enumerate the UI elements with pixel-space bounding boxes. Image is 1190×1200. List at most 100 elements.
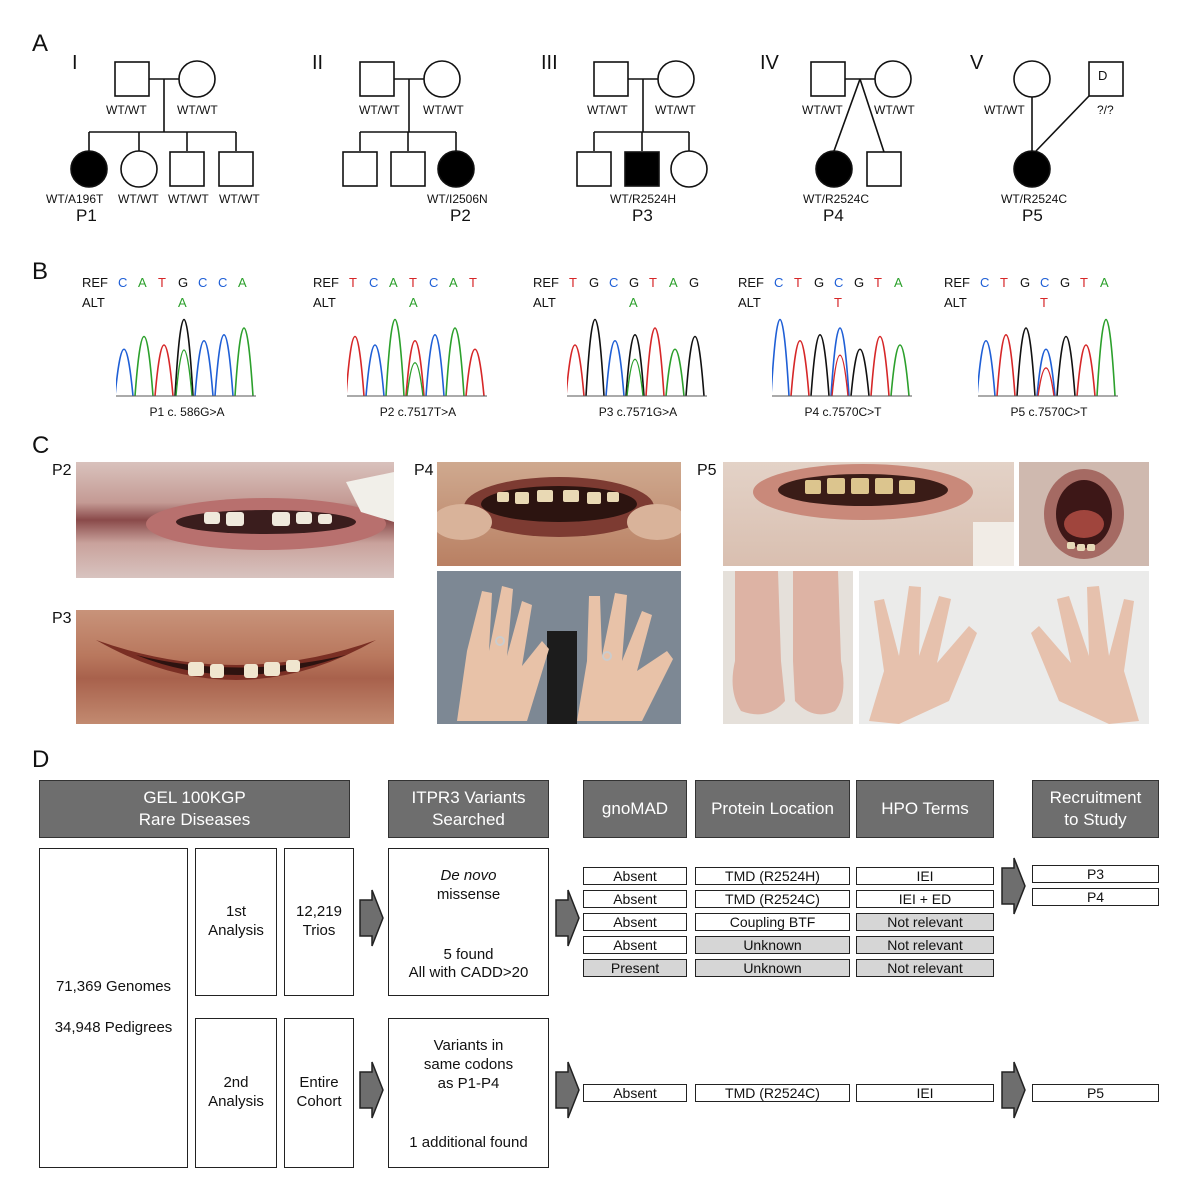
seq-5-ref-base: T bbox=[1000, 275, 1008, 290]
seq-2-ref-base: C bbox=[369, 275, 379, 290]
panel-b-label: B bbox=[32, 258, 49, 285]
trace-peak bbox=[347, 336, 365, 397]
row1-1-gnomad: Absent bbox=[583, 867, 687, 885]
trace-peak bbox=[830, 327, 850, 397]
seq-2-ref-base: T bbox=[469, 275, 477, 290]
ped2-father-genotype: WT/WT bbox=[359, 103, 400, 117]
trace-peak bbox=[445, 327, 465, 397]
pedigree-diagrams bbox=[70, 60, 1124, 188]
row2-protein: TMD (R2524C) bbox=[695, 1084, 850, 1102]
ped2-p2-genotype: WT/I2506N bbox=[427, 192, 488, 206]
trace-peak bbox=[405, 340, 425, 397]
recruit-p5: P5 bbox=[1032, 1084, 1159, 1102]
arrow-1b bbox=[555, 889, 580, 947]
seq-3-ref-base: G bbox=[629, 275, 640, 290]
photo-p5-hands bbox=[859, 571, 1149, 724]
row1-2-hpo: IEI + ED bbox=[856, 890, 994, 908]
trace-peak bbox=[1076, 344, 1096, 397]
row1-1-hpo: IEI bbox=[856, 867, 994, 885]
trace-peak bbox=[1056, 336, 1076, 397]
seq-3-alt-base: A bbox=[629, 295, 638, 310]
trace-peak bbox=[772, 319, 790, 397]
denovo-italic: De novo bbox=[440, 867, 497, 884]
ped2-patient-id: P2 bbox=[450, 206, 471, 225]
ped4-sib bbox=[866, 151, 902, 187]
seq-3-ref-base: T bbox=[569, 275, 577, 290]
ped1-sib3 bbox=[218, 151, 254, 187]
arrow-1a bbox=[359, 889, 384, 947]
trace-peak bbox=[996, 334, 1016, 397]
seq-1-variant-label: P1 c. 586G>A bbox=[149, 405, 225, 419]
row1-4-gnomad: Absent bbox=[583, 936, 687, 954]
trace-peak bbox=[790, 340, 810, 397]
row1-5-protein: Unknown bbox=[695, 959, 850, 977]
seq-3-alt-label: ALT bbox=[533, 295, 556, 310]
denovo-missense: missense bbox=[436, 885, 501, 903]
trace-peak bbox=[194, 340, 214, 397]
chromatogram-1 bbox=[116, 319, 256, 397]
panel-d-label: D bbox=[32, 746, 50, 773]
ped5-patient-id: P5 bbox=[1022, 206, 1043, 225]
seq-5-variant-label: P5 c.7570C>T bbox=[1010, 405, 1088, 419]
photo-p2-teeth bbox=[76, 462, 394, 578]
genomes-count: 71,369 Genomes bbox=[55, 978, 172, 996]
seq-1-ref-base: C bbox=[218, 275, 228, 290]
seq-1-alt-base: A bbox=[178, 295, 187, 310]
trace-peak bbox=[1016, 327, 1036, 397]
photo-label-p2: P2 bbox=[52, 462, 72, 479]
trace-peak bbox=[365, 344, 385, 397]
trace-peak bbox=[154, 344, 174, 397]
trace-peak bbox=[465, 348, 485, 397]
photo-label-p4: P4 bbox=[414, 462, 434, 479]
trace-peak bbox=[214, 334, 234, 397]
seq-4-ref-base: G bbox=[854, 275, 865, 290]
arrow-2b bbox=[555, 1061, 580, 1119]
row1-4-protein: Unknown bbox=[695, 936, 850, 954]
trace-peak-variant bbox=[1037, 367, 1055, 397]
photo-p5-mouth-open bbox=[1019, 462, 1149, 566]
ped1-patient-id: P1 bbox=[76, 206, 97, 225]
seq-3-ref-base: T bbox=[649, 275, 657, 290]
seq-3-ref-base: G bbox=[689, 275, 700, 290]
photo-p5-feet bbox=[723, 571, 853, 724]
ped5-donor-label: D bbox=[1098, 68, 1108, 83]
trace-peak bbox=[134, 336, 154, 397]
chromatogram-2 bbox=[347, 319, 487, 397]
ped4-p4-affected bbox=[815, 150, 853, 188]
seq-5-ref-base: A bbox=[1100, 275, 1109, 290]
seq-2-ref-base: T bbox=[349, 275, 357, 290]
codons-text: Variants in same codons as P1-P4 bbox=[423, 1037, 514, 1092]
trace-peak bbox=[810, 334, 830, 397]
ped1-sib2-genotype: WT/WT bbox=[168, 192, 209, 206]
recruit-p4: P4 bbox=[1032, 888, 1159, 906]
seq-4-ref-base: C bbox=[834, 275, 844, 290]
ped3-father-genotype: WT/WT bbox=[587, 103, 628, 117]
header-recruit: Recruitment to Study bbox=[1032, 780, 1159, 838]
seq-3-ref-base: C bbox=[609, 275, 619, 290]
row1-3-hpo: Not relevant bbox=[856, 913, 994, 931]
row1-1-protein: TMD (R2524H) bbox=[695, 867, 850, 885]
row1-3-protein: Coupling BTF bbox=[695, 913, 850, 931]
ped3-sib1 bbox=[576, 151, 612, 187]
seq-1-ref-label: REF bbox=[82, 275, 108, 290]
seq-1-ref-base: C bbox=[198, 275, 208, 290]
trace-peak bbox=[665, 348, 685, 397]
trace-peak bbox=[890, 344, 910, 397]
seq-3-variant-label: P3 c.7571G>A bbox=[598, 405, 678, 419]
seq-5-ref-base: G bbox=[1060, 275, 1071, 290]
ped1-sib3-genotype: WT/WT bbox=[219, 192, 260, 206]
arrow-1c bbox=[1001, 857, 1026, 915]
ped1-father-genotype: WT/WT bbox=[106, 103, 147, 117]
trace-peak-variant bbox=[831, 354, 849, 397]
row1-5-hpo: Not relevant bbox=[856, 959, 994, 977]
ped3-p3-genotype: WT/R2524H bbox=[610, 192, 677, 206]
seq-4-ref-base: T bbox=[874, 275, 882, 290]
trace-peak bbox=[1036, 348, 1056, 397]
ped3-patient-id: P3 bbox=[632, 206, 653, 225]
seq-2-ref-label: REF bbox=[313, 275, 339, 290]
trace-peak bbox=[585, 319, 605, 397]
header-protein: Protein Location bbox=[695, 780, 850, 838]
trace-peak bbox=[605, 340, 625, 397]
panel-c-label: C bbox=[32, 432, 50, 459]
